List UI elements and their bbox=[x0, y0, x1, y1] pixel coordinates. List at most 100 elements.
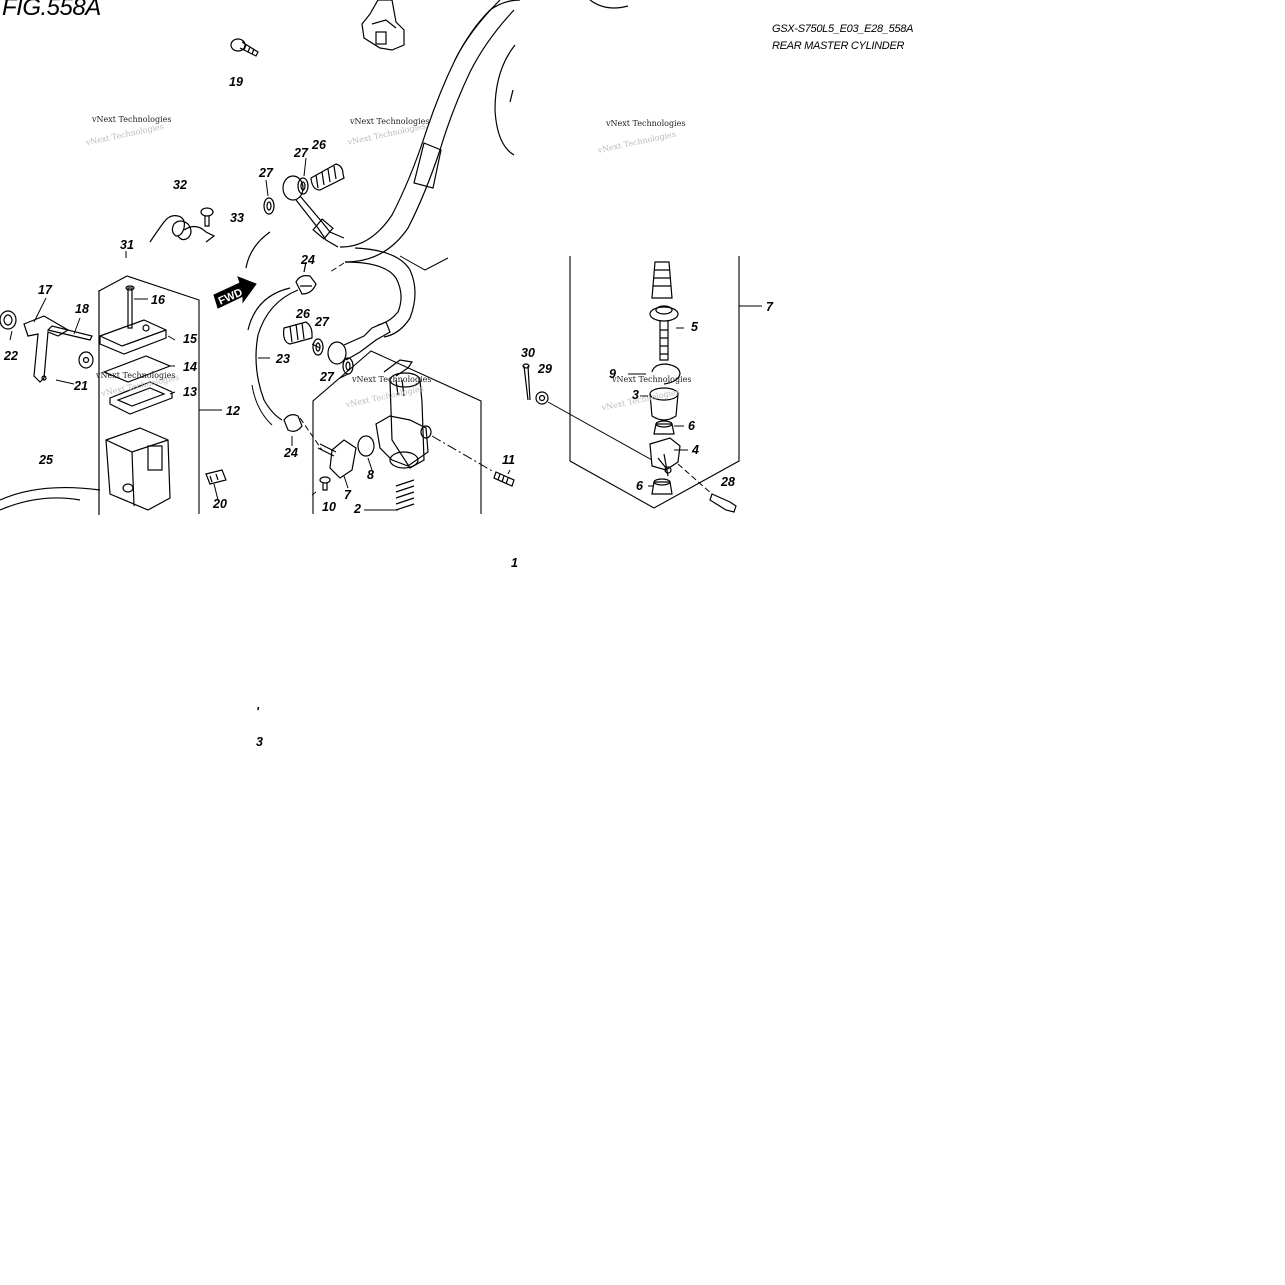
swingarm-outline bbox=[509, 89, 514, 103]
lower-banjo-assembly bbox=[283, 321, 391, 375]
watermark-shadow: vNext Technologies bbox=[596, 130, 677, 156]
bolt-11 bbox=[493, 471, 515, 487]
reservoir-hose bbox=[255, 289, 299, 421]
brake-hose-lower bbox=[354, 247, 416, 338]
callout-26: 26 bbox=[295, 307, 311, 321]
callout-23: 23 bbox=[275, 352, 290, 366]
watermark: vNext Technologies bbox=[91, 115, 171, 124]
upper-banjo-assembly bbox=[263, 163, 345, 248]
callout-4: 4 bbox=[691, 443, 699, 457]
nut-21 bbox=[78, 351, 94, 369]
stray-mark: 1 bbox=[511, 556, 518, 570]
callout-14: 14 bbox=[183, 360, 197, 374]
diaphragm-13 bbox=[109, 381, 173, 415]
callout-18: 18 bbox=[75, 302, 89, 316]
callout-2: 2 bbox=[353, 502, 361, 516]
callout-labels: 19 27 26 27 32 33 31 2 4 16 17 18 15 22 2… bbox=[3, 75, 735, 516]
callout-5: 5 bbox=[691, 320, 699, 334]
brake-hose-lower bbox=[344, 261, 402, 326]
callout-leaders bbox=[9, 157, 688, 511]
callout-9: 9 bbox=[609, 367, 616, 381]
rod-end-top bbox=[651, 261, 673, 299]
reservoir-cap-15 bbox=[99, 319, 167, 355]
callout-11: 11 bbox=[502, 453, 515, 467]
watermark: vNext Technologies bbox=[95, 371, 175, 380]
stray-mark: ' bbox=[256, 705, 260, 719]
frame-edge bbox=[399, 255, 449, 271]
callout-12: 12 bbox=[226, 404, 240, 418]
stray-mark: 3 bbox=[256, 735, 263, 749]
spring-2 bbox=[395, 479, 415, 511]
brake-hose bbox=[339, 0, 501, 248]
callout-32: 32 bbox=[173, 178, 187, 192]
callout-28: 28 bbox=[720, 475, 735, 489]
reservoir-hose bbox=[251, 384, 273, 426]
callout-7: 7 bbox=[344, 488, 352, 502]
nut-6-lower bbox=[651, 478, 673, 495]
master-cylinder-frame bbox=[312, 350, 482, 514]
watermark-shadow: vNext Technologies bbox=[344, 384, 425, 410]
nut-6-upper bbox=[653, 420, 675, 435]
watermark: vNext Technologies bbox=[611, 375, 691, 384]
callout-27: 27 bbox=[319, 370, 335, 384]
callout-3: 3 bbox=[632, 388, 639, 402]
hose-clamp-24-upper bbox=[295, 261, 317, 295]
callout-25: 25 bbox=[38, 453, 54, 467]
reservoir-bracket-17 bbox=[23, 315, 70, 383]
watermark: vNext Technologies bbox=[605, 119, 685, 128]
callout-15: 15 bbox=[183, 332, 198, 346]
spring-clip-32 bbox=[149, 215, 216, 243]
grommet-22 bbox=[0, 310, 17, 330]
screw-16 bbox=[125, 285, 135, 329]
callout-30: 30 bbox=[521, 346, 535, 360]
reservoir-hose bbox=[245, 231, 271, 269]
reservoir-hose bbox=[247, 287, 291, 331]
hose-sleeve bbox=[413, 142, 442, 189]
callout-8: 8 bbox=[367, 468, 374, 482]
fitting-7 bbox=[317, 439, 357, 479]
callout-27: 27 bbox=[293, 146, 309, 160]
callout-16: 16 bbox=[151, 293, 166, 307]
fwd-arrow-icon: FWD bbox=[213, 276, 257, 309]
callout-6: 6 bbox=[636, 479, 644, 493]
callout-17: 17 bbox=[38, 283, 53, 297]
tank-edge bbox=[589, 0, 629, 9]
center-line bbox=[329, 262, 345, 273]
o-ring-8 bbox=[357, 435, 375, 457]
callout-13: 13 bbox=[183, 385, 197, 399]
swingarm-outline bbox=[494, 44, 516, 156]
hose-clamp-24-lower bbox=[283, 414, 303, 432]
callout-6: 6 bbox=[688, 419, 696, 433]
fwd-label: FWD bbox=[217, 286, 245, 307]
reservoir-frame bbox=[98, 275, 200, 514]
watermark: vNext Technologies bbox=[349, 117, 429, 126]
figure-code: GSX-S750L5_E03_E28_558A bbox=[772, 23, 914, 35]
screw-20 bbox=[205, 469, 227, 485]
figure-title: FIG.558A bbox=[2, 0, 101, 21]
callout-26: 26 bbox=[311, 138, 327, 152]
boot-3 bbox=[649, 387, 679, 421]
bolt-19 bbox=[230, 38, 259, 57]
figure-name: REAR MASTER CYLINDER bbox=[772, 40, 905, 52]
stray-mark: 7 bbox=[766, 300, 774, 314]
cap-18 bbox=[46, 325, 93, 341]
wheel-outline bbox=[0, 497, 81, 511]
screw-33 bbox=[200, 207, 214, 227]
callout-19: 19 bbox=[229, 75, 243, 89]
hose-clamp-top bbox=[361, 0, 405, 51]
master-cylinder-body bbox=[375, 359, 432, 469]
watermark: vNext Technologies bbox=[351, 375, 431, 384]
callout-27: 27 bbox=[258, 166, 274, 180]
circlip-9 bbox=[651, 363, 681, 385]
callout-29: 29 bbox=[537, 362, 552, 376]
center-line bbox=[677, 463, 713, 495]
callout-22: 22 bbox=[3, 349, 18, 363]
center-line bbox=[547, 401, 653, 461]
callout-31: 31 bbox=[120, 238, 134, 252]
center-line bbox=[299, 417, 323, 451]
callout-20: 20 bbox=[212, 497, 227, 511]
wheel-outline bbox=[0, 486, 101, 501]
pin-28 bbox=[709, 493, 737, 513]
callout-33: 33 bbox=[230, 211, 244, 225]
